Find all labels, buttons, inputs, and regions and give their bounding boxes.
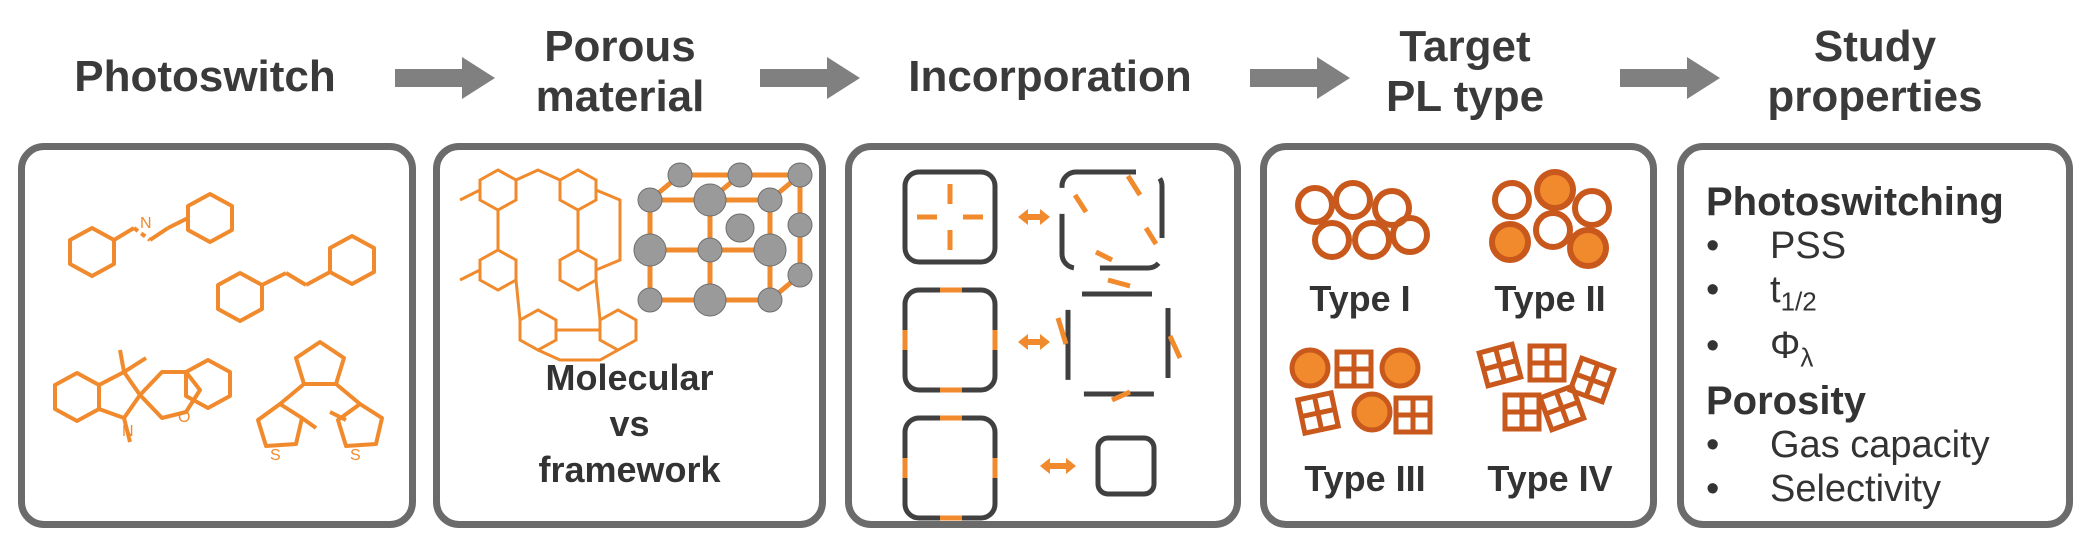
bullet-dot: • xyxy=(1706,424,1720,467)
framework-icon xyxy=(633,162,813,317)
svg-text:S: S xyxy=(350,447,361,464)
porous-label-line2: vs xyxy=(609,403,650,444)
properties-list: Photoswitching • PSS • t1/2 • Φλ Porosit… xyxy=(1706,180,2004,511)
porous-label-line1: Molecular xyxy=(545,357,714,398)
bullet-dot: • xyxy=(1706,225,1720,267)
type-3-icon xyxy=(1289,347,1433,437)
molecular-cage-icon xyxy=(459,168,638,362)
heading-incorporation: Incorporation xyxy=(908,52,1192,101)
bullet-dot: • xyxy=(1706,468,1720,511)
porous-label-line3: framework xyxy=(538,449,721,490)
svg-text:N: N xyxy=(122,423,134,440)
type-1-icon xyxy=(1295,180,1430,260)
type-4-label: Type IV xyxy=(1487,458,1613,499)
quantum-yield-sub: λ xyxy=(1800,342,1814,373)
type-4-icon xyxy=(1476,341,1617,433)
gas-capacity-text: Gas capacity xyxy=(1770,424,1990,467)
type-1-label: Type I xyxy=(1309,278,1411,319)
spiropyran-icon xyxy=(53,349,232,443)
azobenzene-icon xyxy=(68,192,234,278)
bullet-dot: • xyxy=(1706,269,1720,311)
panel-incorporation xyxy=(845,143,1241,528)
heading-target-line2: PL type xyxy=(1385,72,1545,121)
bullet-dot: • xyxy=(1706,324,1720,367)
exchange-arrow-3-icon xyxy=(1040,458,1076,474)
half-life-base: t xyxy=(1770,269,1781,311)
type-2-label: Type II xyxy=(1494,278,1606,319)
porosity-heading: Porosity xyxy=(1706,379,1867,424)
heading-porous-line2: material xyxy=(535,72,705,121)
heading-target-line1: Target xyxy=(1399,22,1531,71)
type-2-icon xyxy=(1489,169,1612,269)
arrow-2-icon xyxy=(760,57,860,99)
selectivity-text: Selectivity xyxy=(1770,468,1942,511)
photoswitching-heading: Photoswitching xyxy=(1706,180,2004,224)
exchange-arrow-2-icon xyxy=(1018,334,1050,350)
exchange-arrow-1-icon xyxy=(1018,209,1050,225)
type-3-label: Type III xyxy=(1304,458,1426,499)
quantum-yield-base: Φ xyxy=(1770,324,1801,367)
svg-text:S: S xyxy=(270,447,281,464)
heading-study-properties: Study properties xyxy=(1710,22,2040,122)
half-life-sub: 1/2 xyxy=(1780,286,1817,317)
panel-photoswitch xyxy=(18,143,416,528)
pss-text: PSS xyxy=(1770,225,1847,267)
quantum-yield-text: Φλ xyxy=(1770,324,1813,380)
heading-photoswitch: Photoswitch xyxy=(74,52,336,101)
arrow-1-icon xyxy=(395,57,495,99)
half-life-text: t1/2 xyxy=(1770,268,1817,324)
heading-porous-line1: Porous xyxy=(544,22,696,71)
arrow-4-icon xyxy=(1620,57,1720,99)
heading-target-pl-type: Target PL type xyxy=(1300,22,1630,122)
bullet-gas-capacity: • Gas capacity xyxy=(1706,423,2004,467)
bullet-half-life: • t1/2 xyxy=(1706,268,2004,324)
panel-study-properties xyxy=(1677,143,2073,528)
svg-text:N: N xyxy=(140,215,152,232)
arrow-3-icon xyxy=(1250,57,1350,99)
panel-target-pl-type xyxy=(1260,143,1657,528)
stilbene-icon xyxy=(216,234,376,323)
heading-study-line1: Study xyxy=(1813,22,1937,71)
porous-label: Molecular vs framework xyxy=(433,355,826,493)
bullet-pss: • PSS xyxy=(1706,224,2004,268)
bullet-selectivity: • Selectivity xyxy=(1706,467,2004,511)
heading-porous-material: Porous material xyxy=(450,22,790,122)
svg-text:O: O xyxy=(178,409,190,426)
bullet-quantum-yield: • Φλ xyxy=(1706,324,2004,380)
dithienylethene-icon xyxy=(256,340,384,448)
heading-study-line2: properties xyxy=(1767,72,1983,121)
